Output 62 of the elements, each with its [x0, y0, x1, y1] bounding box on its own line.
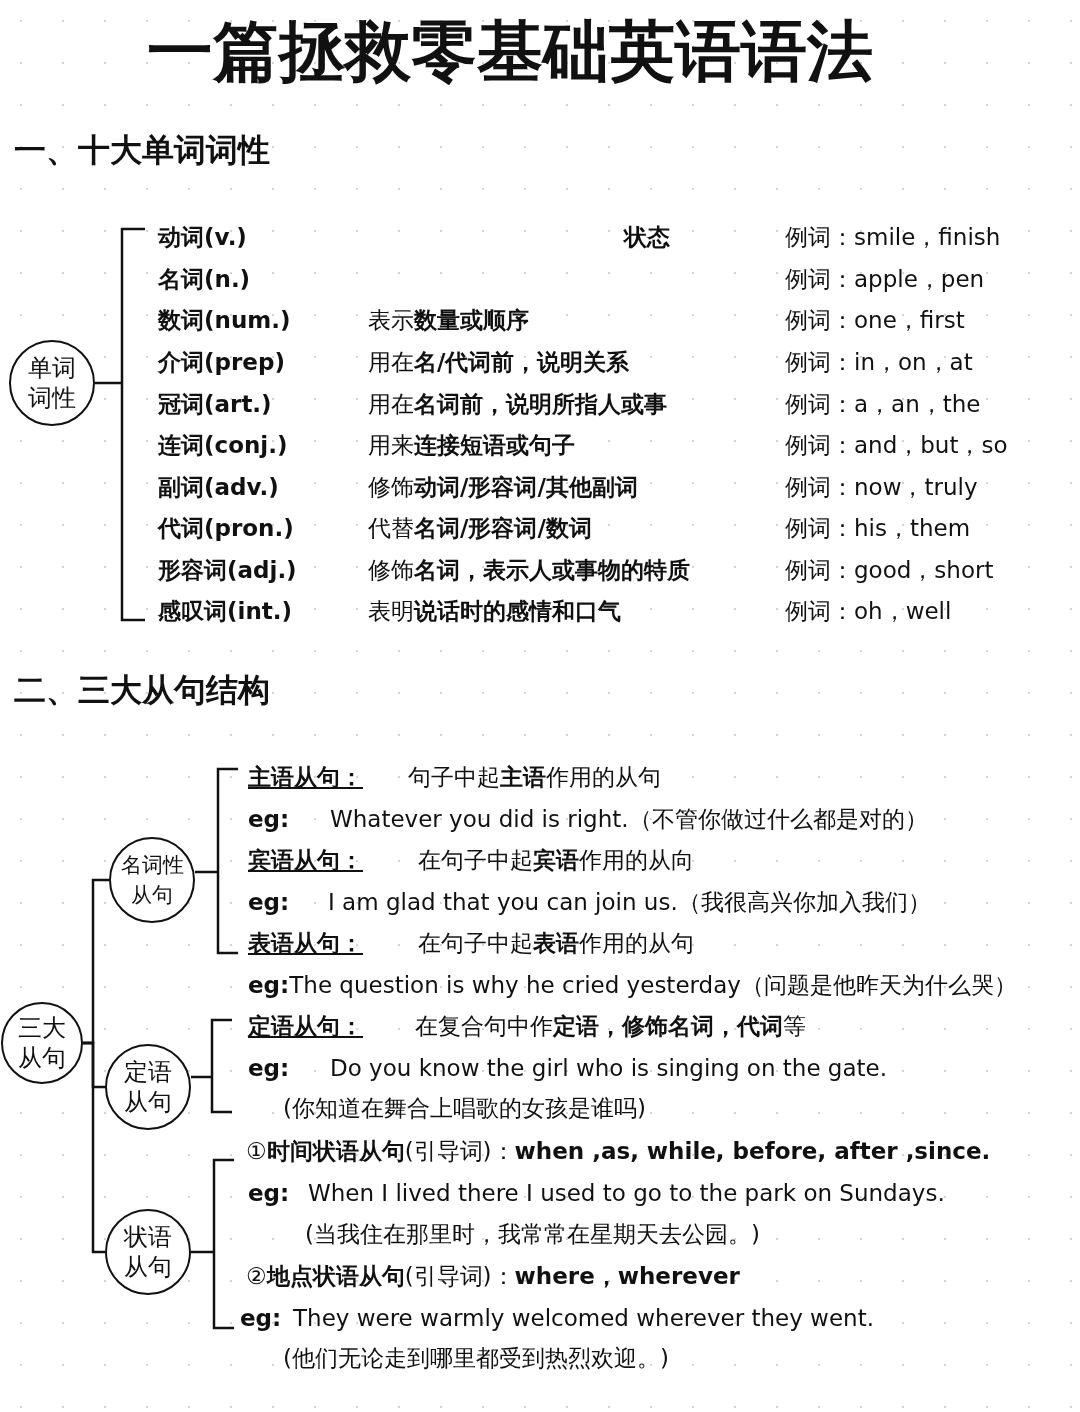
page-title: 一篇拯救零基础英语语法: [146, 12, 874, 92]
definition-text: 用在名词前，说明所指人或事: [368, 390, 667, 419]
example-sentence: Do you know the girl who is singing on the gate.: [330, 1054, 888, 1083]
part-of-speech-term: 感叹词(int.): [158, 597, 292, 626]
example-words: 例词：apple，pen: [785, 265, 985, 294]
part-of-speech-term: 名词(n.): [158, 265, 251, 294]
topic-circle: 定语从句: [105, 1044, 191, 1130]
part-of-speech-term: 介词(prep): [158, 348, 285, 377]
clause-type-term: 表语从句：: [248, 929, 363, 958]
example-sentence: eg:The question is why he cried yesterday（问题是他昨天为什么哭）: [248, 971, 1017, 1000]
clause-type-term: 主语从句：: [248, 763, 363, 792]
example-marker: eg:: [248, 1054, 290, 1083]
section-heading: 二、三大从句结构: [14, 670, 270, 710]
part-of-speech-term: 形容词(adj.): [158, 556, 297, 585]
part-of-speech-term: 代词(pron.): [158, 514, 294, 543]
clause-type-term: 宾语从句：: [248, 846, 363, 875]
definition-text: 在复合句中作定语，修饰名词，代词等: [415, 1012, 806, 1041]
example-sentence: When I lived there I used to go to the park on Sundays.: [308, 1179, 945, 1208]
definition-text: 句子中起主语作用的从句: [408, 763, 661, 792]
part-of-speech-term: 数词(num.): [158, 306, 291, 335]
part-of-speech-term: 副词(adv.): [158, 473, 279, 502]
example-marker: eg:: [248, 805, 290, 834]
definition-text: 用在名/代词前，说明关系: [368, 348, 630, 377]
example-marker: eg:: [240, 1304, 282, 1333]
example-sentence: I am glad that you can join us.（我很高兴你加入我们）: [328, 888, 931, 917]
translation-text: (他们无论走到哪里都受到热烈欢迎。): [283, 1344, 669, 1373]
definition-text: 表明说话时的感情和口气: [368, 597, 621, 626]
connector-line: [83, 1041, 105, 1254]
example-words: 例词：oh，well: [785, 597, 952, 626]
example-words: 例词：and，but，so: [785, 431, 1008, 460]
definition-text: 表示数量或顺序: [368, 306, 529, 335]
part-of-speech-term: 冠词(art.): [158, 390, 272, 419]
definition-text: 状态: [624, 223, 670, 252]
example-words: 例词：smile，finish: [785, 223, 1001, 252]
section-heading: 一、十大单词词性: [14, 130, 270, 170]
topic-circle: 状语从句: [105, 1209, 191, 1295]
example-words: 例词：one，first: [785, 306, 965, 335]
example-marker: eg:: [248, 1179, 290, 1208]
definition-text: 修饰动词/形容词/其他副词: [368, 473, 638, 502]
topic-circle: 三大从句: [1, 1002, 83, 1084]
clause-type-heading: ①时间状语从句(引导词)：when ,as, while, before, after ,since.: [246, 1137, 991, 1166]
example-words: 例词：his，them: [785, 514, 971, 543]
example-marker: eg:: [248, 888, 290, 917]
example-words: 例词：a，an，the: [785, 390, 981, 419]
definition-text: 用来连接短语或句子: [368, 431, 575, 460]
example-words: 例词：in，on，at: [785, 348, 973, 377]
definition-text: 代替名词/形容词/数词: [368, 514, 592, 543]
topic-circle: 名词性从句: [109, 837, 195, 923]
topic-circle: 单词词性: [9, 340, 95, 426]
example-sentence: Whatever you did is right.（不管你做过什么都是对的）: [330, 805, 928, 834]
definition-text: 在句子中起宾语作用的从向: [418, 846, 694, 875]
part-of-speech-term: 动词(v.): [158, 223, 247, 252]
translation-text: (当我住在那里时，我常常在星期天去公园。): [305, 1220, 760, 1249]
clause-type-term: 定语从句：: [248, 1012, 363, 1041]
example-words: 例词：good，short: [785, 556, 994, 585]
definition-text: 在句子中起表语作用的从句: [418, 929, 694, 958]
translation-text: (你知道在舞合上唱歌的女孩是谁吗): [283, 1094, 646, 1123]
part-of-speech-term: 连词(conj.): [158, 431, 288, 460]
example-words: 例词：now，truly: [785, 473, 978, 502]
clause-type-heading: ②地点状语从句(引导词)：where，wherever: [246, 1262, 740, 1291]
definition-text: 修饰名词，表示人或事物的特质: [368, 556, 690, 585]
example-sentence: They were warmly welcomed wherever they went.: [293, 1304, 874, 1333]
